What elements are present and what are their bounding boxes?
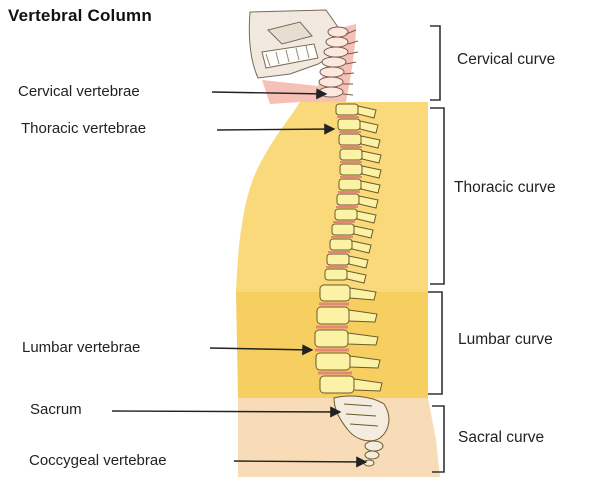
label-thoracic-curve: Thoracic curve (454, 179, 556, 197)
bracket-lumbar (428, 292, 442, 394)
label-coccygeal-vertebrae: Coccygeal vertebrae (29, 452, 167, 469)
bracket-cervical (430, 26, 440, 100)
label-thoracic-vertebrae: Thoracic vertebrae (21, 120, 146, 137)
pointer-thoracic-vertebrae (217, 129, 334, 130)
diagram-title: Vertebral Column (8, 6, 152, 26)
label-sacral-curve: Sacral curve (458, 429, 544, 447)
label-lumbar-curve: Lumbar curve (458, 331, 553, 349)
label-cervical-vertebrae: Cervical vertebrae (18, 83, 140, 100)
label-sacrum: Sacrum (30, 401, 82, 418)
bracket-thoracic (430, 108, 444, 284)
label-cervical-curve: Cervical curve (457, 51, 555, 69)
pointer-coccygeal-vertebrae (234, 461, 366, 462)
curve-brackets (428, 26, 444, 472)
label-lumbar-vertebrae: Lumbar vertebrae (22, 339, 140, 356)
